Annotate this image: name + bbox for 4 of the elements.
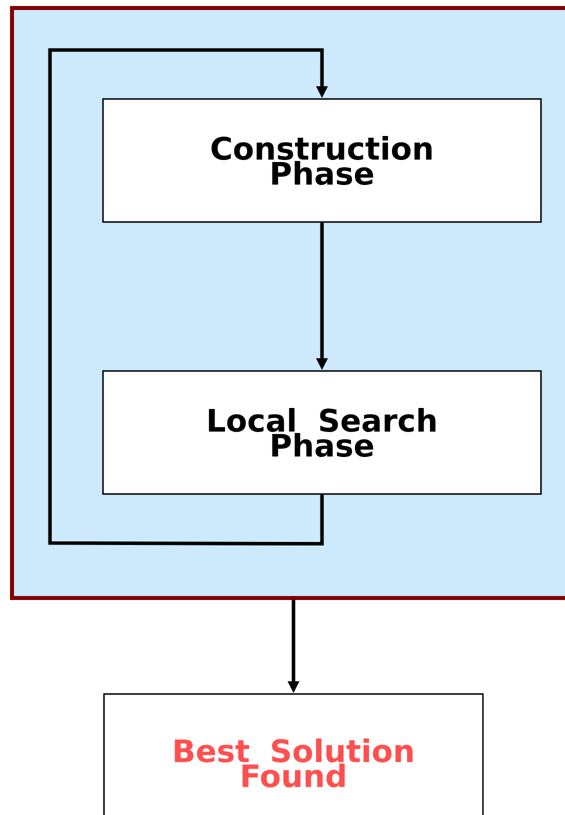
- result-box: Best Solution Found: [103, 693, 484, 815]
- arrow: [48, 48, 328, 546]
- process-box: Construction Phase: [102, 98, 542, 223]
- process-box: Local Search Phase: [102, 370, 542, 495]
